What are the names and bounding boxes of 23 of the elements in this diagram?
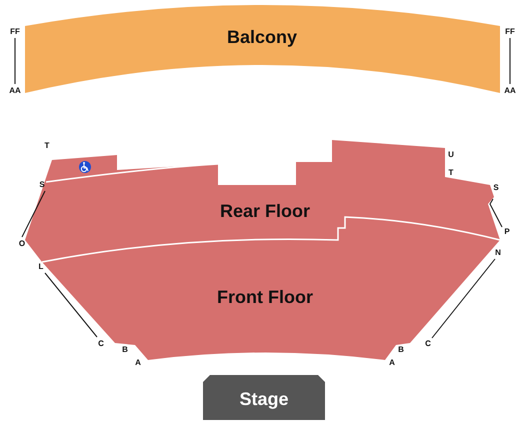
row-label: A bbox=[389, 359, 395, 367]
row-label: N bbox=[495, 249, 501, 257]
row-label: FF bbox=[505, 28, 515, 36]
section-label: Rear Floor bbox=[220, 202, 310, 220]
row-label: FF bbox=[10, 28, 20, 36]
row-label: AA bbox=[9, 87, 21, 95]
row-label: S bbox=[493, 184, 499, 192]
section-label: Balcony bbox=[226, 28, 298, 46]
row-label: O bbox=[18, 240, 26, 248]
section-label: Stage bbox=[239, 390, 289, 408]
row-label: P bbox=[504, 228, 510, 236]
row-label: C bbox=[98, 340, 104, 348]
row-label: C bbox=[425, 340, 431, 348]
row-label: AA bbox=[504, 87, 516, 95]
section-label: Front Floor bbox=[217, 288, 313, 306]
row-label: B bbox=[122, 346, 128, 354]
row-label: L bbox=[38, 263, 44, 271]
row-label: S bbox=[39, 181, 45, 189]
row-label: A bbox=[135, 359, 141, 367]
row-label: T bbox=[448, 169, 454, 177]
row-label: T bbox=[44, 142, 50, 150]
row-label: U bbox=[448, 151, 454, 159]
row-label: B bbox=[398, 346, 404, 354]
